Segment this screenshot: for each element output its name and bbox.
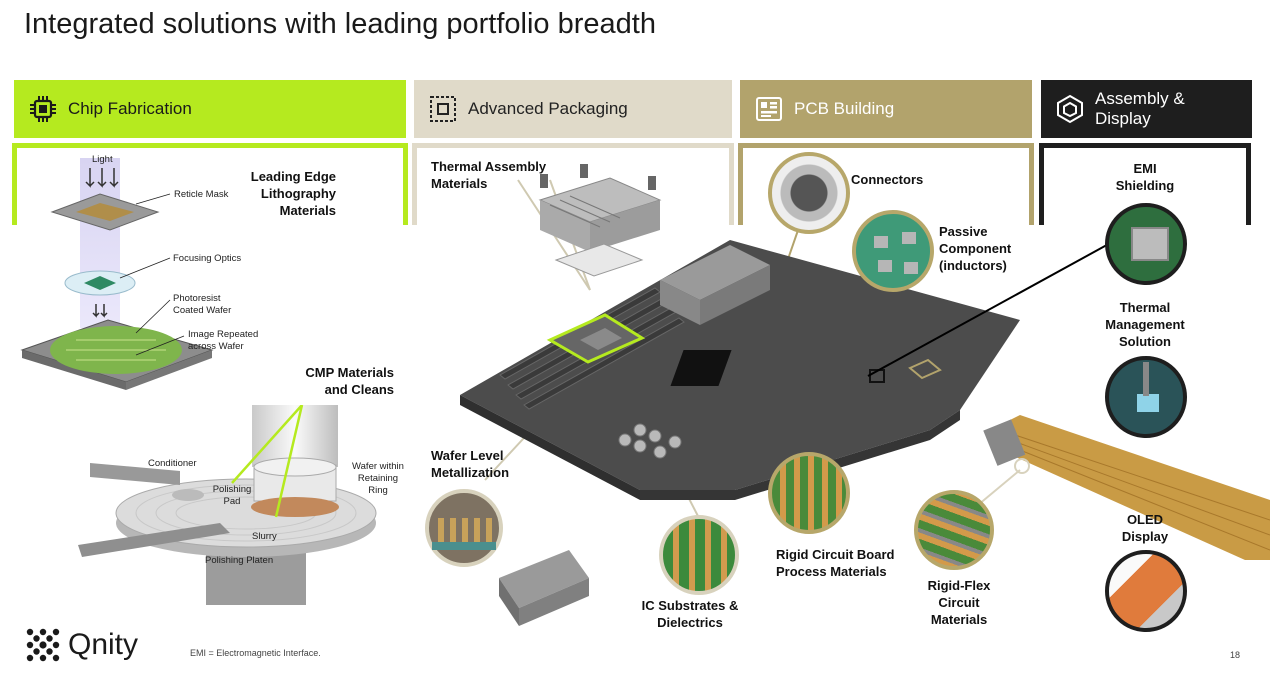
header-label: Advanced Packaging (468, 99, 628, 118)
connectors-label: Connectors (851, 172, 924, 187)
bracket-packaging (412, 143, 734, 225)
logo-text: Qnity (68, 628, 139, 661)
motherboard-illustration (460, 179, 1270, 560)
thermal-assembly-image (538, 164, 662, 277)
pad-label: Polishing Pad (212, 484, 252, 507)
reticle-label: Reticle Mask (174, 189, 229, 200)
page-title: Integrated solutions with leading portfo… (24, 8, 656, 40)
header-label: PCB Building (794, 99, 895, 118)
oled-display-image (1105, 550, 1187, 632)
passive-component-image (852, 210, 934, 292)
photoresist-label: Photoresist Coated Wafer (173, 293, 232, 316)
connectors-image (768, 152, 850, 234)
bracket-assembly (1039, 143, 1251, 225)
thermal-mgmt-label: Thermal Management Solution (1105, 300, 1185, 349)
cmp-diagram (78, 405, 377, 605)
image-repeated-label: Image Repeated across Wafer (188, 329, 259, 352)
optics-label: Focusing Optics (173, 253, 242, 264)
header-chip-fabrication: Chip Fabrication (14, 80, 406, 138)
bracket-pcb (738, 143, 1034, 225)
footnote: EMI = Electromagnetic Interface. (190, 648, 321, 658)
chip-icon (30, 96, 56, 122)
wafer-ring-label: Wafer within Retaining Ring (352, 461, 404, 496)
rigid-board-image (768, 452, 850, 534)
passive-label: Passive Component (inductors) (939, 224, 1012, 273)
qnity-logo: Qnity (24, 626, 138, 664)
header-assembly-display: Assembly & Display (1041, 80, 1252, 138)
rigid-flex-image (914, 490, 994, 570)
emi-label: EMI Shielding (1115, 161, 1175, 193)
header-label: Chip Fabrication (68, 99, 192, 118)
cmp-label: CMP Materials and Cleans (305, 365, 394, 397)
platen-label: Polishing Platen (205, 555, 274, 566)
rigid-board-label: Rigid Circuit Board Process Materials (776, 547, 895, 579)
page-number: 18 (1230, 650, 1241, 660)
wafer-level-label: Wafer Level Metallization (431, 448, 510, 480)
assembly-icon (1057, 94, 1083, 124)
light-label: Light (92, 154, 113, 165)
thermal-assembly-label: Thermal Assembly Materials (431, 159, 547, 191)
header-label: Assembly & Display (1095, 89, 1185, 128)
emi-shielding-image (1105, 203, 1187, 285)
conditioner-label: Conditioner (148, 458, 197, 469)
rigid-flex-label: Rigid-Flex Circuit Materials (927, 578, 991, 627)
bracket-chip (12, 143, 408, 225)
litho-label: Leading Edge Lithography Materials (250, 169, 336, 218)
packaging-icon (430, 96, 456, 122)
pcb-icon (756, 97, 782, 121)
thermal-management-image (1105, 356, 1187, 438)
wafer-level-image (425, 489, 589, 626)
ic-substrates-label: IC Substrates & Dielectrics (641, 598, 739, 630)
header-advanced-packaging: Advanced Packaging (414, 80, 732, 138)
ic-substrates-image (659, 515, 739, 595)
lithography-diagram (20, 158, 214, 390)
logo-mark-icon (26, 628, 60, 662)
oled-label: OLED Display (1121, 512, 1169, 544)
slurry-label: Slurry (252, 531, 277, 542)
header-pcb-building: PCB Building (740, 80, 1032, 138)
